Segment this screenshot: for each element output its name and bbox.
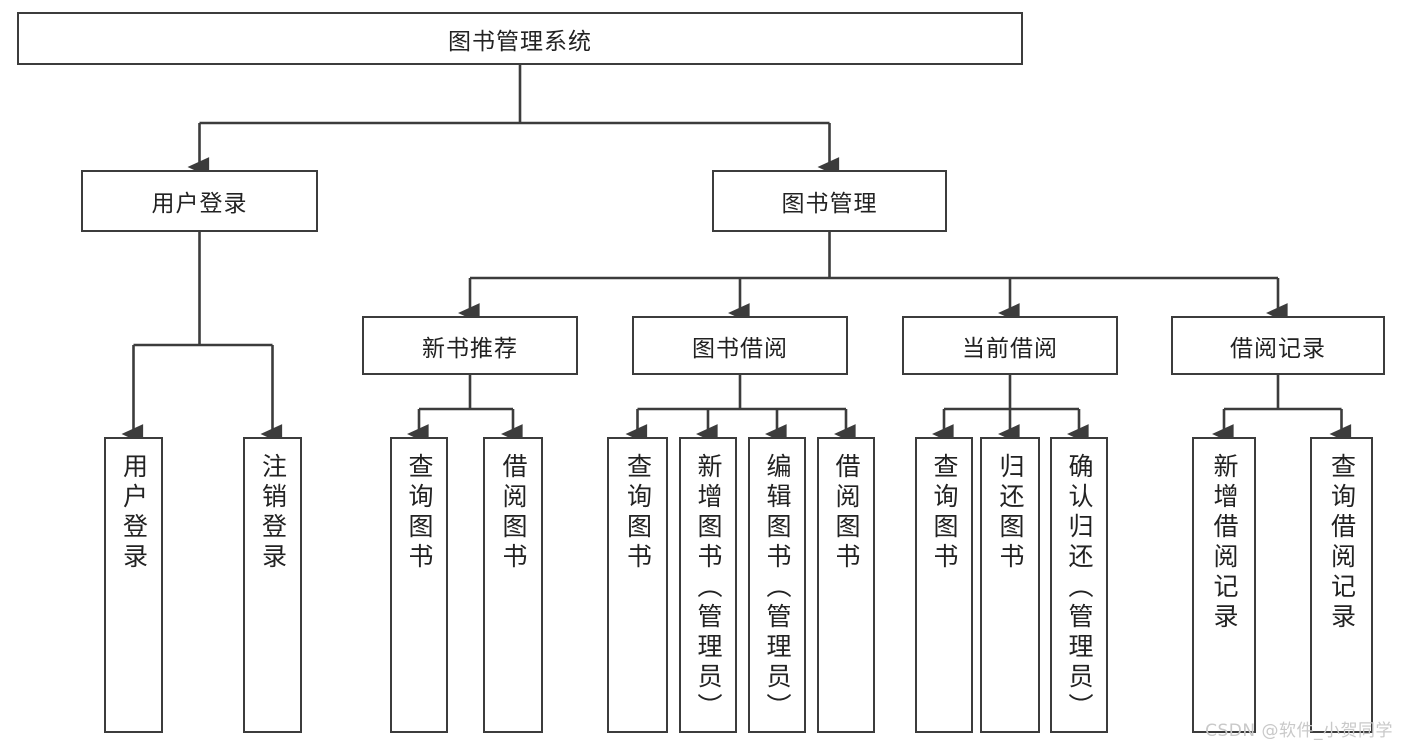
node-leaf7[interactable]: 编辑图书（管理员） bbox=[748, 437, 806, 733]
node-leaf12[interactable]: 新增借阅记录 bbox=[1192, 437, 1256, 733]
node-label: 新增图书（管理员） bbox=[694, 453, 723, 723]
watermark-text: CSDN @软件_小贺同学 bbox=[1205, 721, 1393, 741]
node-leaf11[interactable]: 确认归还（管理员） bbox=[1050, 437, 1108, 733]
node-label: 查询图书 bbox=[623, 453, 653, 573]
node-label: 借阅图书 bbox=[499, 453, 528, 573]
node-label: 借阅记录 bbox=[1230, 335, 1326, 362]
node-bookmgmt[interactable]: 图书管理 bbox=[712, 170, 947, 232]
node-leaf6[interactable]: 新增图书（管理员） bbox=[679, 437, 737, 733]
node-label: 当前借阅 bbox=[962, 335, 1058, 362]
node-label: 用户登录 bbox=[151, 191, 248, 217]
edge-group bbox=[121, 65, 1352, 444]
node-label: 借阅图书 bbox=[832, 453, 861, 573]
node-label: 编辑图书（管理员） bbox=[763, 453, 792, 723]
node-newbook[interactable]: 新书推荐 bbox=[362, 316, 578, 375]
node-label: 图书管理系统 bbox=[448, 28, 592, 55]
node-leaf9[interactable]: 查询图书 bbox=[915, 437, 973, 733]
node-label: 确认归还（管理员） bbox=[1065, 453, 1094, 723]
node-leaf1[interactable]: 用户登录 bbox=[104, 437, 163, 733]
node-label: 图书管理 bbox=[781, 191, 878, 217]
node-label: 新书推荐 bbox=[422, 335, 518, 362]
node-borrow[interactable]: 图书借阅 bbox=[632, 316, 848, 375]
node-leaf4[interactable]: 借阅图书 bbox=[483, 437, 543, 733]
node-label: 归还图书 bbox=[996, 453, 1025, 573]
node-leaf2[interactable]: 注销登录 bbox=[243, 437, 302, 733]
node-label: 注销登录 bbox=[258, 453, 288, 573]
node-label: 用户登录 bbox=[119, 453, 149, 573]
node-label: 图书借阅 bbox=[692, 335, 788, 362]
node-current[interactable]: 当前借阅 bbox=[902, 316, 1118, 375]
node-label: 新增借阅记录 bbox=[1210, 453, 1239, 633]
node-leaf5[interactable]: 查询图书 bbox=[607, 437, 668, 733]
node-root[interactable]: 图书管理系统 bbox=[17, 12, 1023, 65]
node-leaf8[interactable]: 借阅图书 bbox=[817, 437, 875, 733]
node-records[interactable]: 借阅记录 bbox=[1171, 316, 1385, 375]
node-label: 查询图书 bbox=[930, 453, 959, 573]
node-leaf3[interactable]: 查询图书 bbox=[390, 437, 448, 733]
node-label: 查询借阅记录 bbox=[1327, 453, 1357, 633]
node-leaf10[interactable]: 归还图书 bbox=[980, 437, 1040, 733]
node-login[interactable]: 用户登录 bbox=[81, 170, 318, 232]
node-label: 查询图书 bbox=[405, 453, 434, 573]
node-leaf13[interactable]: 查询借阅记录 bbox=[1310, 437, 1373, 733]
